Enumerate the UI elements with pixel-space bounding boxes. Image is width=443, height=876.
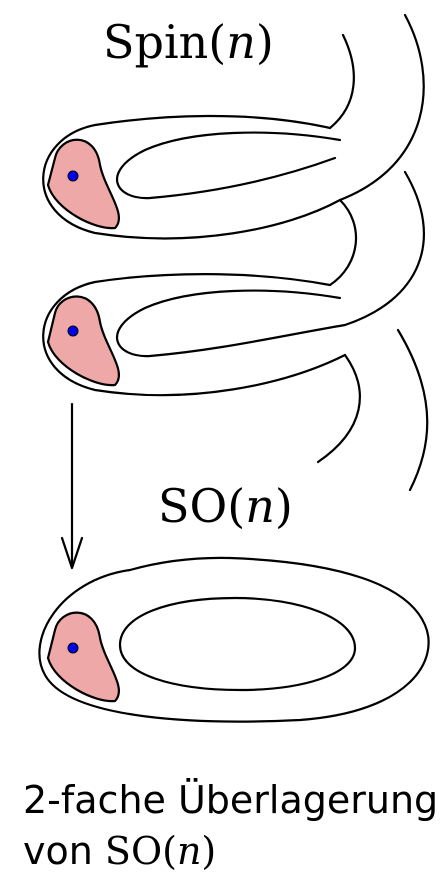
torus-outer <box>38 556 430 723</box>
caption-line-1: 2-fache Überlagerung <box>23 778 438 822</box>
spiral-strand-mid-inner <box>328 198 358 287</box>
spiral-strand-bottom-inner <box>316 353 361 464</box>
spiral-strand-top-inner <box>328 33 355 130</box>
spin-point-1 <box>67 170 79 182</box>
spiral-strand-top-outer <box>338 13 425 202</box>
spiral-loop-2-outer <box>42 273 347 397</box>
torus-hole <box>118 596 357 692</box>
so-point <box>67 642 79 654</box>
spiral-strand-bottom-outer <box>396 328 429 492</box>
spin-region-2 <box>46 295 121 387</box>
spin-spiral-surface <box>42 13 429 492</box>
arrow-head <box>60 536 84 570</box>
spin-region-1 <box>46 138 121 230</box>
so-group-label: SO(n) <box>158 479 293 533</box>
spiral-loop-2-inner <box>115 289 347 358</box>
spin-point-2 <box>67 325 79 337</box>
caption-line-2: von SO(n) <box>23 829 216 873</box>
projection-arrow <box>60 402 84 570</box>
spiral-loop-1-outer <box>42 114 342 240</box>
so-region <box>46 611 121 703</box>
spiral-loop-1-inner <box>115 131 342 200</box>
so-torus <box>38 556 430 723</box>
spin-group-label: Spin(n) <box>103 15 274 69</box>
spiral-strand-mid-outer <box>343 170 425 327</box>
